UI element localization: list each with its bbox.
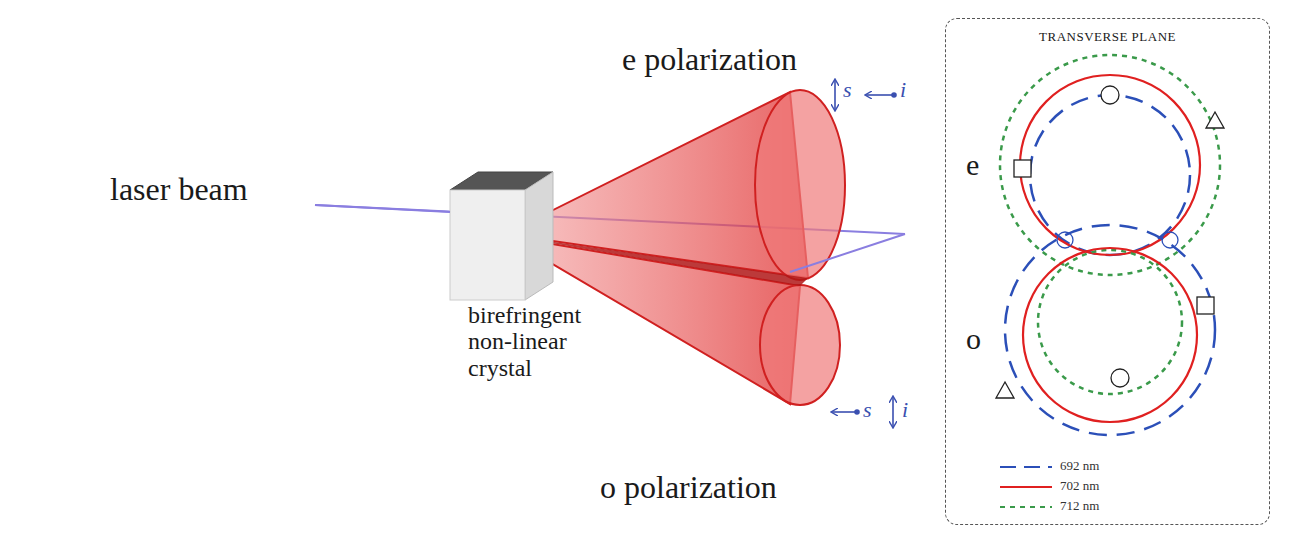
cone-label: o polarization: [600, 470, 777, 505]
legend-samples: [1000, 467, 1052, 507]
panel-title: TRANSVERSE PLANE: [1039, 30, 1176, 44]
ring-markers: [996, 86, 1224, 398]
transverse-panel: TRANSVERSE PLANE: [945, 18, 1270, 525]
polarization-letter: e: [966, 148, 979, 181]
signal-mark: s: [863, 398, 872, 422]
e-cone: [505, 90, 845, 280]
polarization-arrows: [832, 80, 896, 427]
idler-mark: i: [902, 398, 908, 422]
crystal-label: birefringent non-linear crystal: [468, 302, 618, 381]
legend-text: 692 nm: [1060, 459, 1099, 473]
polarization-letter: o: [966, 322, 981, 355]
legend-text: 712 nm: [1060, 499, 1099, 513]
crystal: [450, 172, 553, 300]
beam-label: laser beam: [110, 172, 248, 207]
idler-mark: i: [900, 78, 906, 102]
cone-label: e polarization: [622, 42, 797, 77]
legend-text: 702 nm: [1060, 479, 1099, 493]
signal-mark: s: [843, 78, 852, 102]
ring-pattern: [1000, 55, 1220, 435]
